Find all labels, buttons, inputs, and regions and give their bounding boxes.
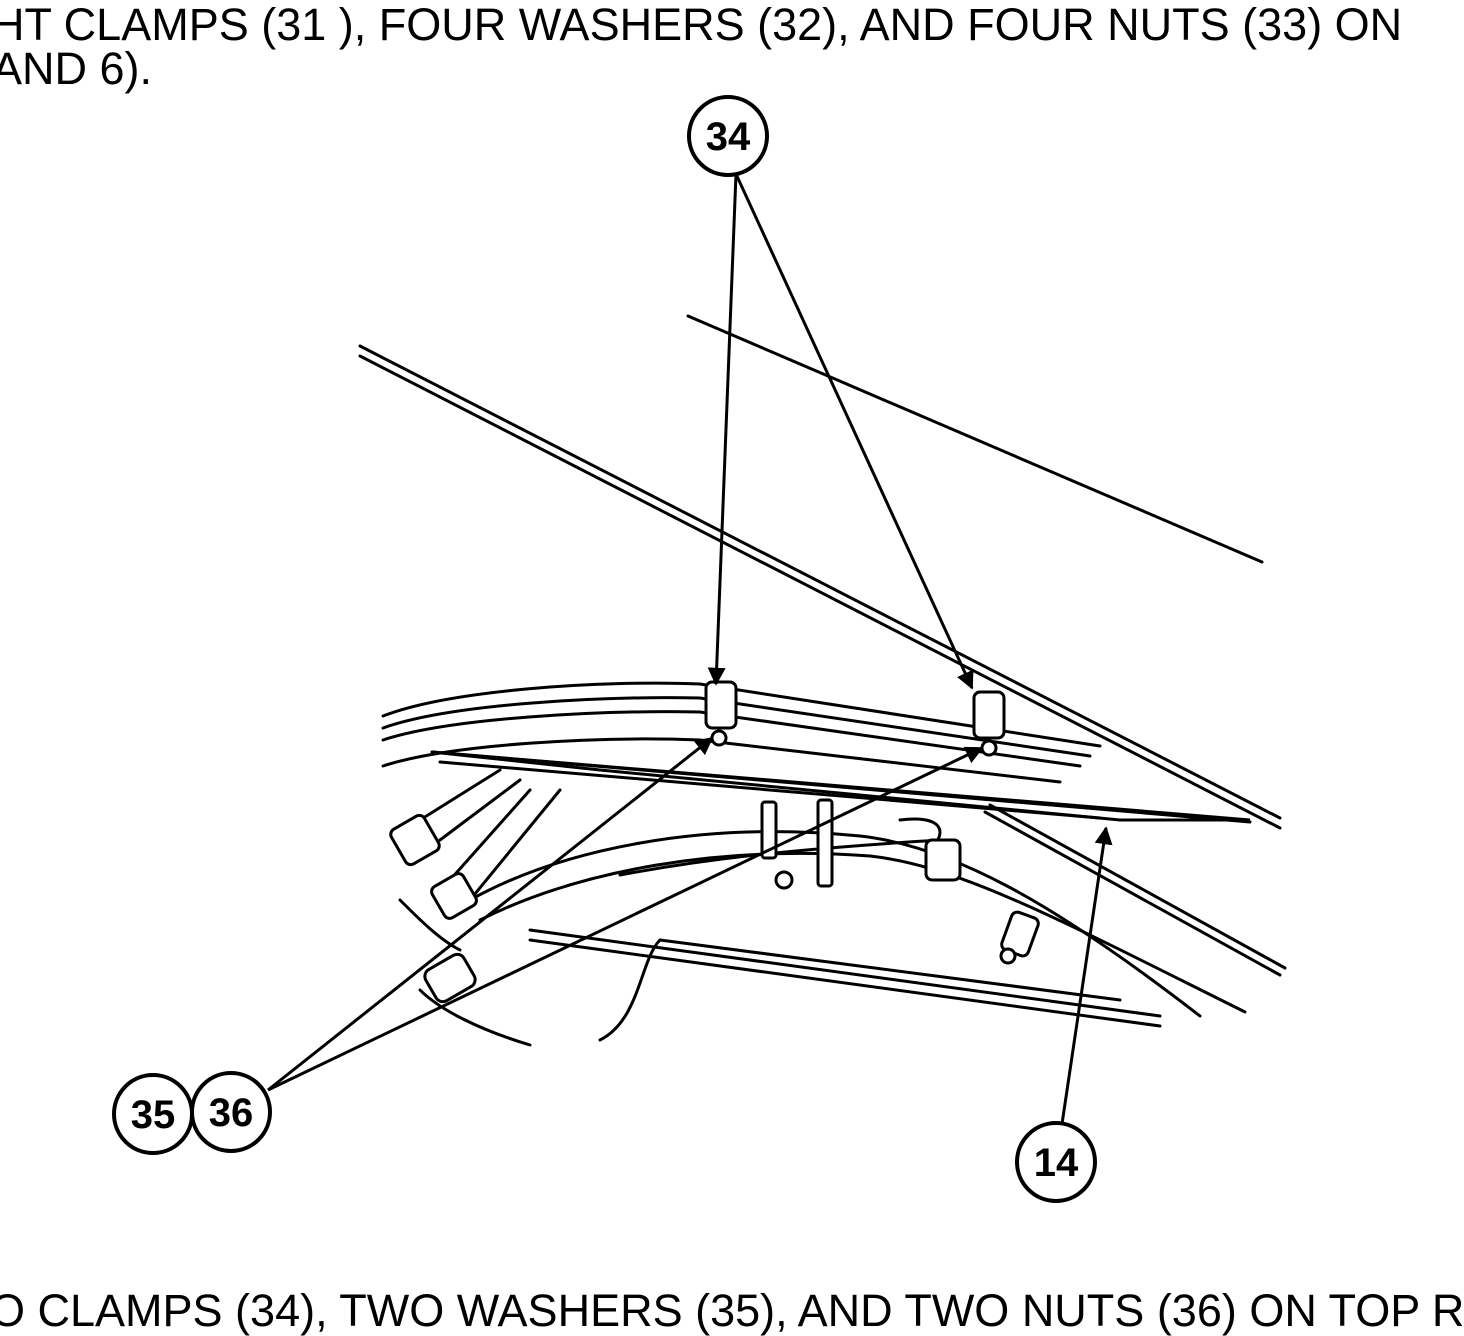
leader-arrows <box>267 173 1113 1125</box>
step-text-top-line2: AND 6). <box>0 43 153 94</box>
callout-14: 14 <box>1015 1121 1097 1203</box>
step-text-bottom: O CLAMPS (34), TWO WASHERS (35), AND TWO… <box>0 1285 1464 1336</box>
callout-36: 36 <box>190 1071 272 1153</box>
callout-36-label: 36 <box>209 1091 254 1135</box>
installation-figure: 34 35 36 14 <box>112 95 1287 1203</box>
hull-structure-lines <box>358 314 1287 977</box>
callout-34: 34 <box>687 95 769 177</box>
callout-35: 35 <box>112 1073 194 1155</box>
callout-34-label: 34 <box>706 115 751 159</box>
clamps <box>389 680 1040 1004</box>
step-text-top-line1: HT CLAMPS (31 ), FOUR WASHERS (32), AND … <box>0 0 1403 50</box>
cable-harness <box>381 681 1247 1047</box>
callout-35-label: 35 <box>131 1093 176 1137</box>
callout-14-label: 14 <box>1034 1141 1079 1185</box>
